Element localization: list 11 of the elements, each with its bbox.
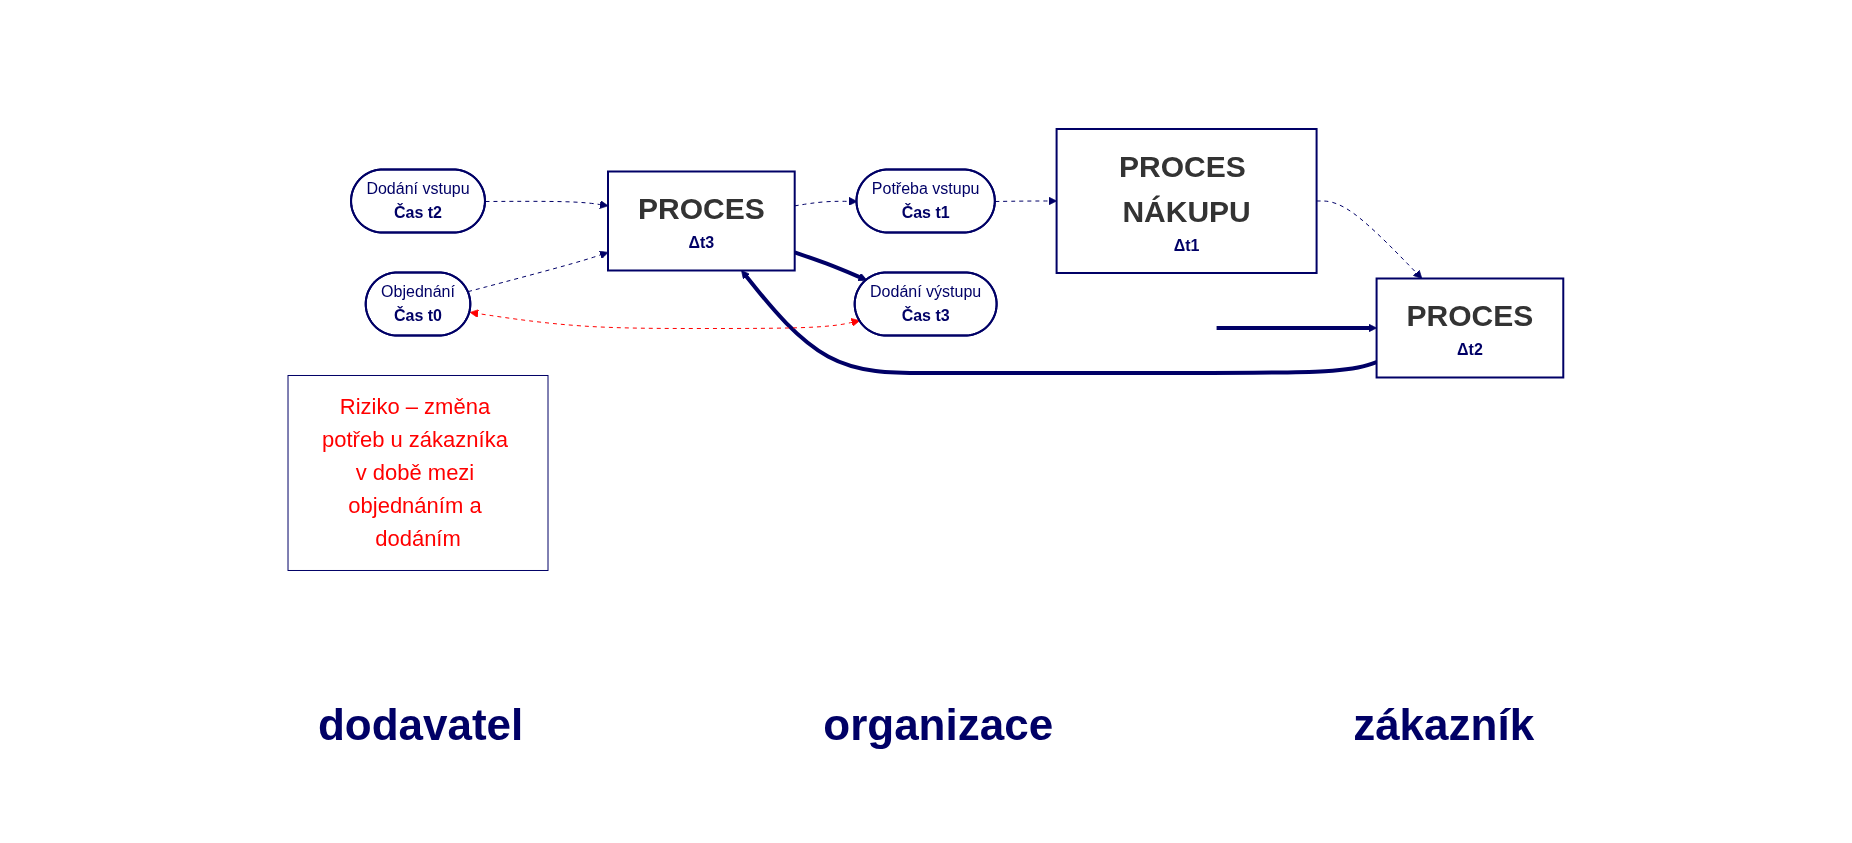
node-box: Riziko – změna potřeb u zákazníka v době mezi objednáním a dodáním	[287, 375, 549, 572]
arrow	[470, 309, 861, 330]
column-heading: dodavatel	[317, 700, 524, 750]
node-box: PROCES NÁKUPU Δt1	[1055, 128, 1318, 275]
column-heading: zákazník	[1353, 700, 1535, 750]
arrow	[1316, 200, 1423, 280]
arrow	[485, 200, 609, 210]
column-heading: organizace	[823, 700, 1054, 750]
arrow	[467, 251, 609, 293]
node-box: PROCES Δt3	[607, 170, 797, 272]
node-box: PROCES Δt2	[1375, 277, 1565, 379]
